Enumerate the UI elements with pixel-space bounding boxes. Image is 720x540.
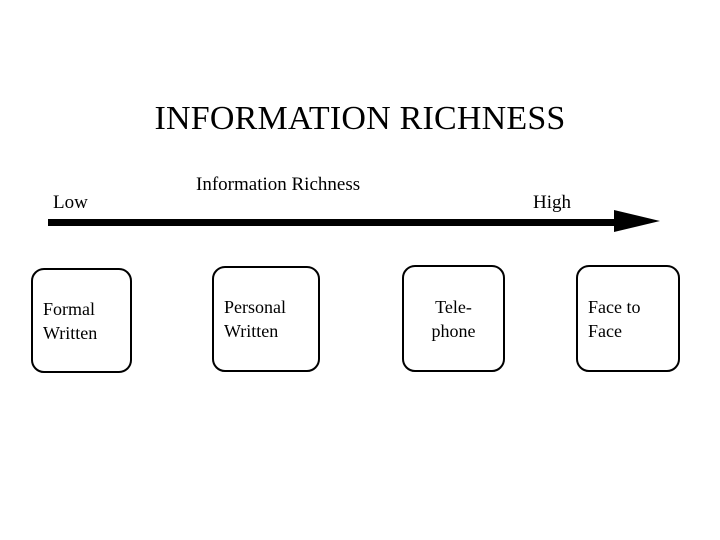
arrow-right-icon xyxy=(48,210,660,232)
page-title: INFORMATION RICHNESS xyxy=(154,99,566,137)
media-box-telephone[interactable]: Tele- phone xyxy=(402,265,505,372)
media-box-label-line1: Face to xyxy=(588,296,641,317)
media-box-label-line2: Written xyxy=(224,321,279,341)
media-box-formal-written[interactable]: Formal Written xyxy=(31,268,132,373)
media-box-label-line1: Tele- xyxy=(435,296,472,317)
media-box-label-line1: Personal xyxy=(224,297,286,317)
media-box-label-line2: Written xyxy=(43,322,98,343)
media-box-label-line2: Face xyxy=(588,320,622,341)
richness-arrow xyxy=(48,206,662,236)
axis-label-low: Low xyxy=(53,192,88,213)
media-box-label-line1: Formal xyxy=(43,298,95,319)
media-box-face-to-face[interactable]: Face to Face xyxy=(576,265,680,372)
media-box-personal-written[interactable]: Personal Written xyxy=(212,266,320,372)
axis-label-information-richness: Information Richness xyxy=(196,174,361,195)
media-box-label-line2: phone xyxy=(431,320,476,341)
axis-label-high: High xyxy=(533,192,571,213)
